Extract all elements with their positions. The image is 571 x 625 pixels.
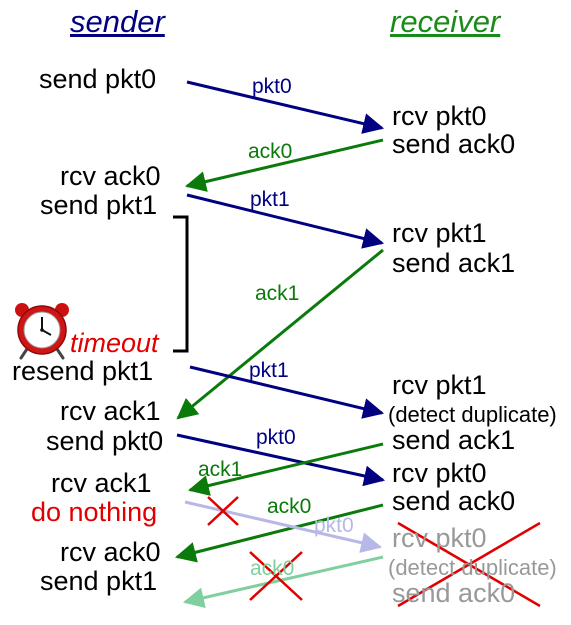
receiver-detect-duplicate-2: (detect duplicate) [388,555,557,580]
sender-rcv-ack1: rcv ack1 [60,396,161,426]
cross-icon [249,551,303,601]
timeout-label: timeout [70,328,159,358]
receiver-header: receiver [390,4,501,39]
ack1-label: ack1 [255,282,300,305]
alarm-clock-icon [15,303,69,360]
pkt0-faded-label: pkt0 [314,514,354,537]
ack0-label: ack0 [248,140,293,163]
receiver-rcv-pkt0: rcv pkt0 [392,101,487,131]
sender-send-pkt0: send pkt0 [39,64,157,94]
sender-rcv-ack0: rcv ack0 [60,161,161,191]
receiver-send-ack0-duplicate: send ack0 [392,578,516,608]
pkt1-arrow [186,193,385,249]
cross-icon [397,521,541,608]
receiver-rcv-pkt1: rcv pkt1 [392,218,487,248]
sender-rcv-ack0-2: rcv ack0 [60,537,161,567]
sender-send-pkt0-2: send pkt0 [46,426,164,456]
pkt0-faded-arrow [184,500,383,553]
pkt1-resend-label: pkt1 [249,359,289,382]
timer-bracket [173,215,189,353]
sender-rcv-ack1-2: rcv ack1 [51,468,152,498]
sender-resend-pkt1: resend pkt1 [12,356,154,386]
ack0-arrow [184,138,384,192]
cross-icon [207,496,239,526]
pkt0-arrow [186,80,385,134]
ack1-arrow-2 [187,442,384,496]
pkt1-resend-arrow [189,365,385,419]
sender-send-pkt1-2: send pkt1 [40,566,158,596]
ack0-faded-arrow [182,555,384,609]
receiver-send-ack0: send ack0 [392,129,516,159]
receiver-send-ack1-2: send ack1 [392,425,516,455]
receiver-detect-duplicate: (detect duplicate) [388,402,557,427]
ack1-label-2: ack1 [198,458,243,481]
ack0-label-2: ack0 [267,495,312,518]
receiver-rcv-pkt0-duplicate: rcv pkt0 [392,523,487,553]
pkt0-label-2: pkt0 [256,426,296,449]
sender-do-nothing: do nothing [31,497,158,527]
receiver-rcv-pkt1-2: rcv pkt1 [392,370,487,400]
pkt0-arrow-2 [176,433,386,487]
ack1-arrow [176,248,384,420]
pkt1-label: pkt1 [250,188,290,211]
sender-header: sender [70,4,165,39]
pkt0-label: pkt0 [252,75,292,98]
receiver-rcv-pkt0-2: rcv pkt0 [392,458,487,488]
ack0-faded-label: ack0 [250,557,295,580]
receiver-send-ack1: send ack1 [392,248,516,278]
sender-send-pkt1: send pkt1 [40,190,158,220]
receiver-send-ack0-2: send ack0 [392,486,516,516]
ack0-arrow-2 [174,503,384,563]
